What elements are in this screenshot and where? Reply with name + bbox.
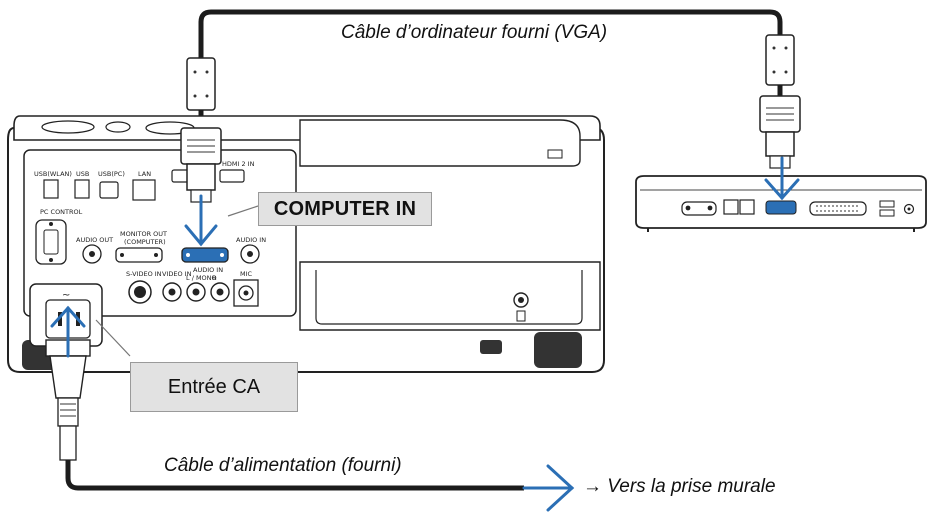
ac-input-callout: Entrée CA	[130, 362, 298, 412]
laptop	[635, 175, 927, 232]
projector: USB(WLAN) USB USB(PC) LAN PC CONTROL AUD…	[7, 115, 605, 373]
callout-line-computer-in	[227, 205, 259, 217]
lan-label: LAN	[138, 170, 151, 178]
arrow-laptop-vga	[764, 156, 800, 201]
usb-wlan-label: USB(WLAN)	[34, 170, 72, 178]
mic-label: MIC	[240, 270, 253, 278]
vga-plug-projector	[180, 127, 222, 203]
audio-in-lr-label: AUDIO IN	[193, 266, 223, 274]
hdmi2-label: HDMI 2 IN	[222, 160, 255, 168]
monitor-out-sub-label: (COMPUTER)	[124, 238, 166, 246]
arrow-ac-input	[50, 305, 86, 358]
vga-cable-caption: Câble d’ordinateur fourni (VGA)	[341, 22, 608, 43]
wall-outlet-caption: → Vers la prise murale	[583, 476, 776, 497]
audio-out-label: AUDIO OUT	[76, 236, 113, 244]
svideo-label: S-VIDEO IN	[126, 270, 162, 278]
monitor-out-label: MONITOR OUT	[120, 230, 167, 238]
video-in-label: VIDEO IN	[162, 270, 192, 278]
pc-control-label: PC CONTROL	[40, 208, 83, 216]
l-mono-label: L / MONO	[186, 274, 217, 282]
power-cable	[45, 339, 524, 491]
svg-text:~: ~	[62, 290, 70, 301]
computer-in-callout: COMPUTER IN	[258, 192, 432, 226]
usb-pc-label: USB(PC)	[98, 170, 125, 178]
vga-plug-laptop	[759, 95, 801, 169]
arrow-computer-in	[184, 194, 218, 247]
power-cable-caption: Câble d’alimentation (fourni)	[164, 455, 402, 476]
audio-in-label: AUDIO IN	[236, 236, 266, 244]
usb-label: USB	[76, 170, 89, 178]
r-label: R	[212, 274, 217, 282]
arrow-wall-outlet	[522, 464, 575, 512]
callout-line-ac-input	[95, 319, 131, 357]
